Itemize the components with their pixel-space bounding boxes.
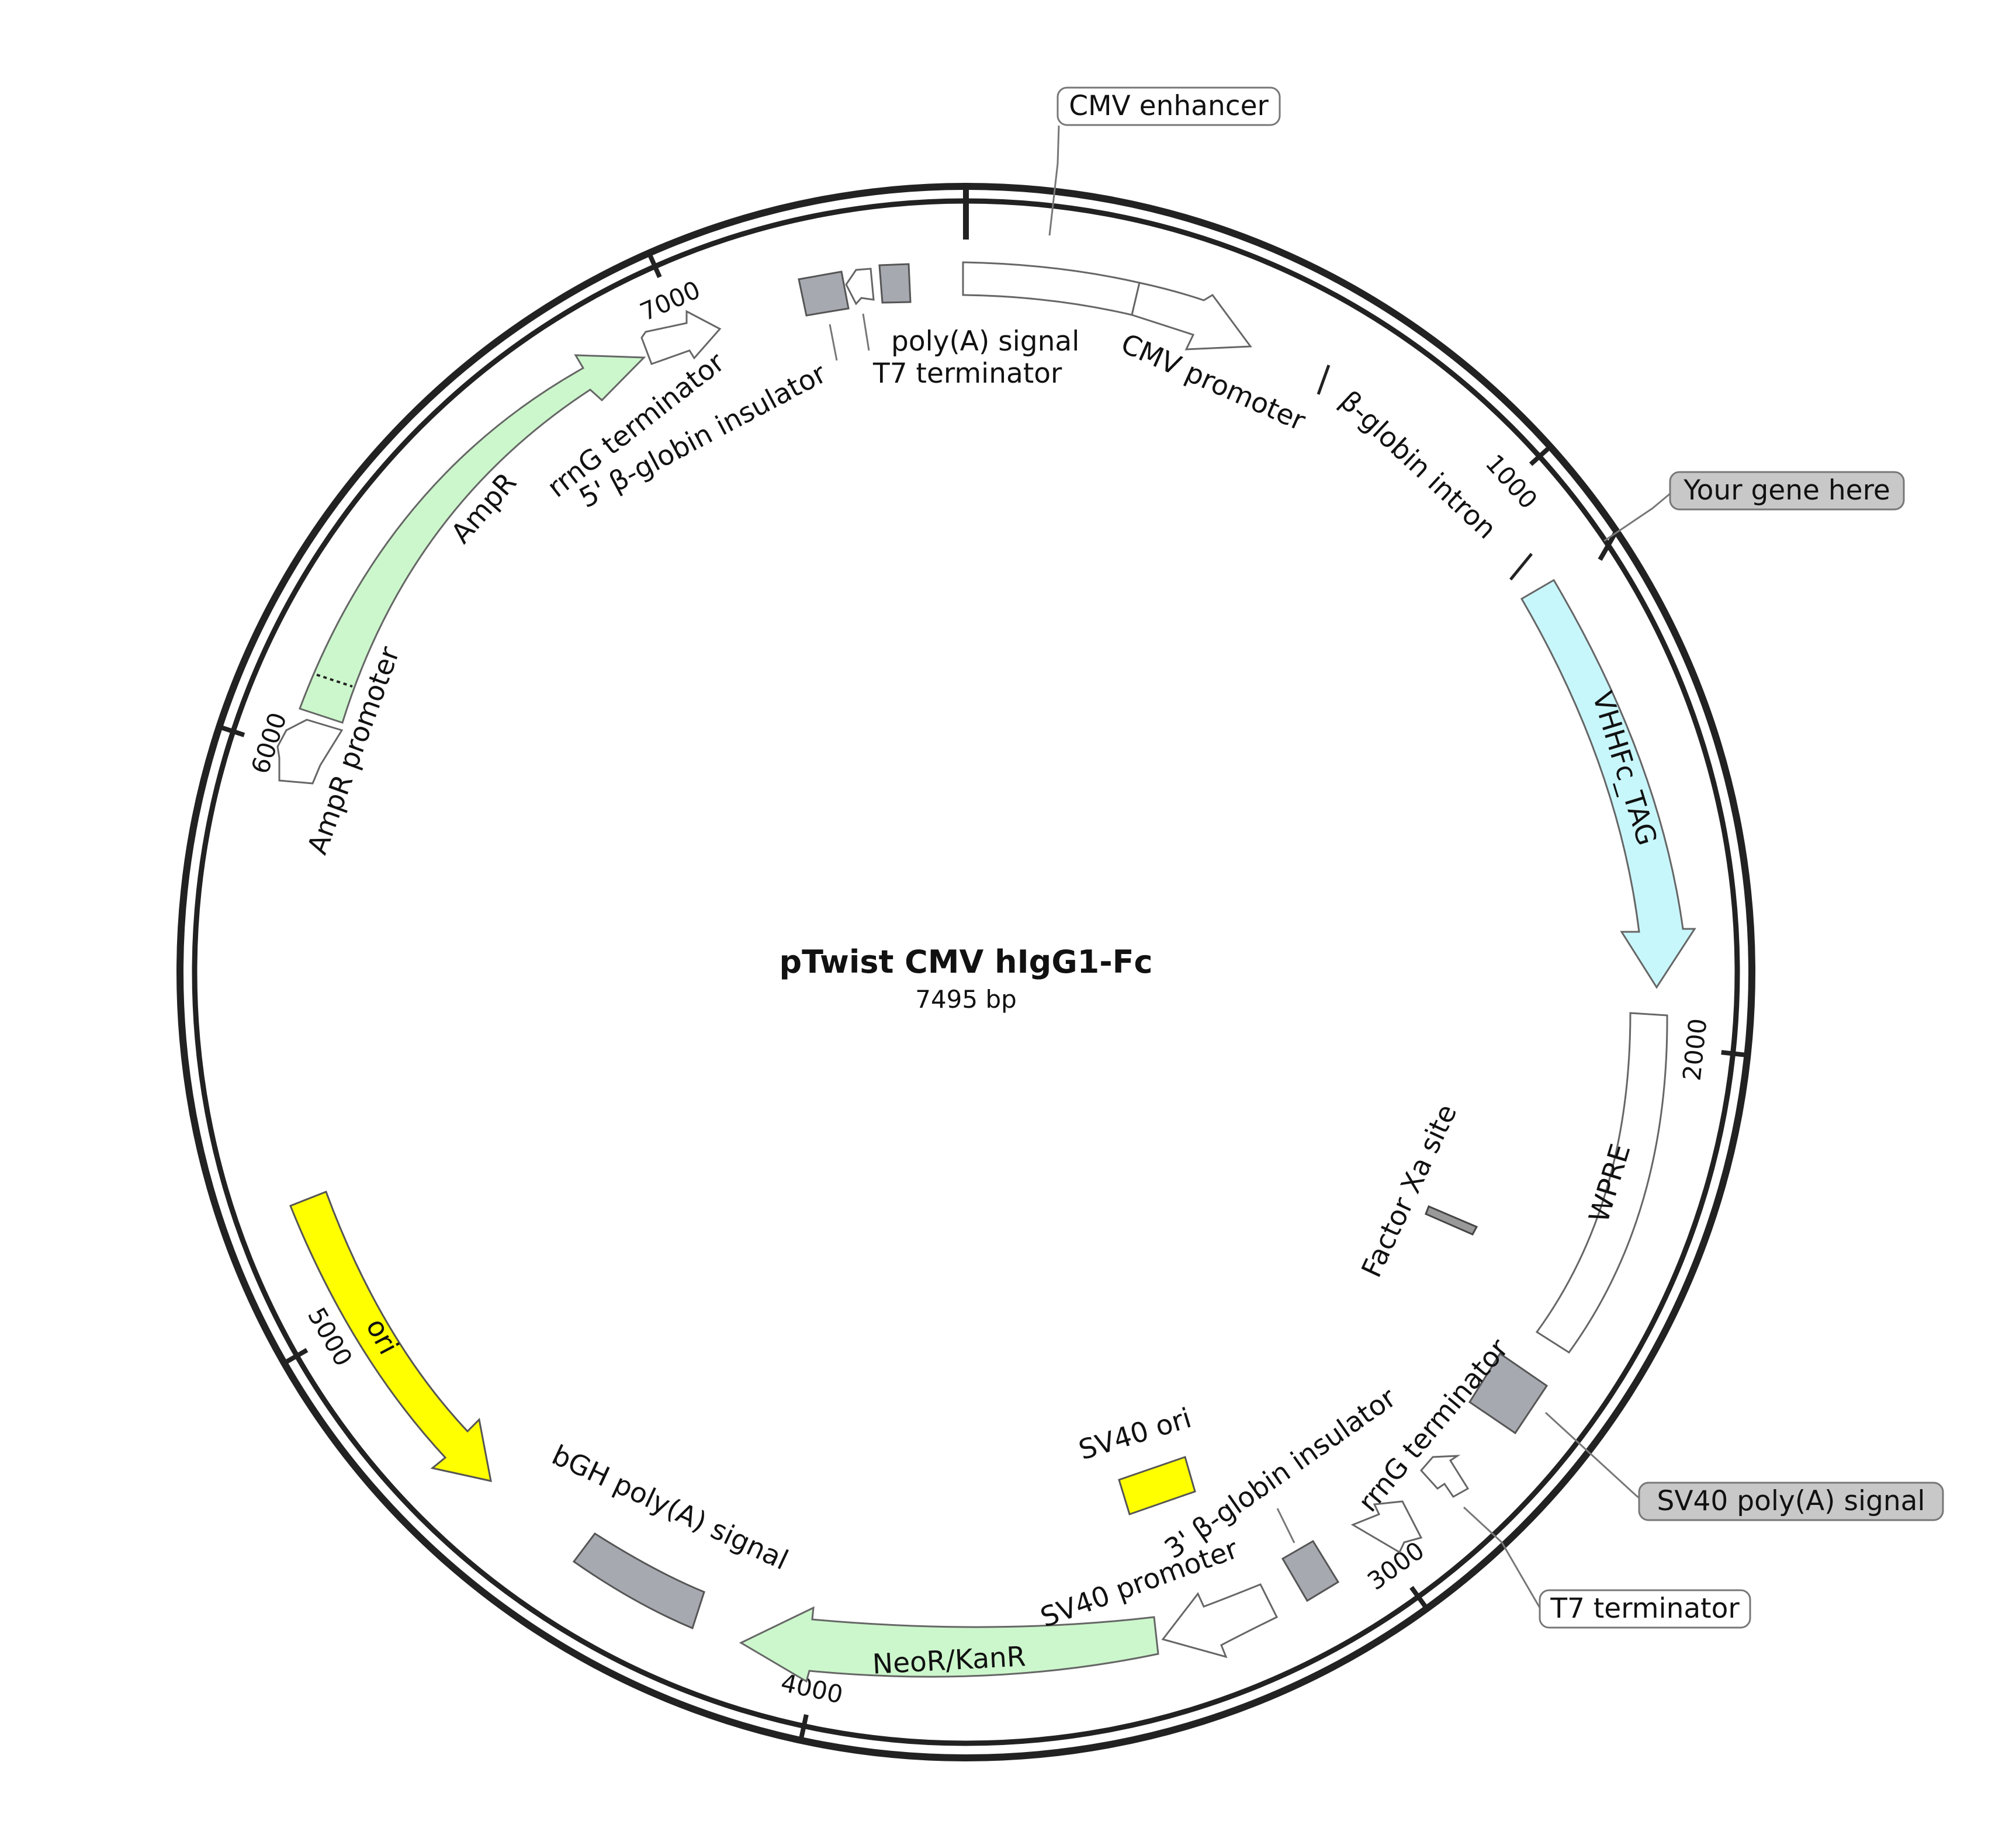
tick-mark-1000 — [1529, 446, 1550, 466]
beta-globin-intron-start-mark — [1317, 365, 1331, 395]
tick-mark-7000 — [648, 255, 662, 278]
ori-arrow[interactable] — [289, 1191, 492, 1482]
wpre-box[interactable] — [1535, 1012, 1668, 1354]
beta-globin-insulator-3-leader — [1276, 1508, 1295, 1543]
plasmid-size: 7495 bp — [915, 985, 1017, 1014]
tick-mark-3000 — [1409, 1586, 1428, 1608]
features — [276, 261, 1696, 1683]
beta-globin-insulator-5-leader — [829, 324, 838, 361]
label-t7-terminator-left: T7 terminator — [872, 358, 1062, 390]
rrng-terminator-right-arrow[interactable] — [1350, 1500, 1423, 1554]
label-neor-kanr: NeoR/KanR — [872, 1640, 1027, 1681]
callout-cmv-enhancer[interactable]: CMV enhancer — [1057, 86, 1281, 126]
your-gene-here-leader — [1603, 492, 1671, 542]
tick-label-2000: 2000 — [1677, 1017, 1712, 1082]
label-factor-xa-site: Factor Xa site — [1355, 1099, 1463, 1282]
ampr-promoter-overlap-dotted-line — [316, 674, 353, 688]
bgh-polya-box[interactable] — [572, 1532, 705, 1630]
beta-globin-insulator-3-box[interactable] — [1281, 1539, 1340, 1602]
sv40-ori-box[interactable] — [1118, 1456, 1196, 1515]
callout-cmv-enhancer-text: CMV enhancer — [1069, 90, 1269, 122]
sv40-polya-right-box[interactable] — [1468, 1352, 1549, 1435]
beta-globin-insulator-5-box[interactable] — [798, 270, 850, 317]
cmv-enhancer-box[interactable] — [962, 261, 1141, 316]
t7-terminator-left-arrow[interactable] — [845, 268, 875, 306]
plasmid-name: pTwist CMV hIgG1-Fc — [779, 943, 1152, 980]
label-beta-globin-intron: β-globin intron — [1333, 385, 1502, 546]
rrng-terminator-left-arrow[interactable] — [640, 310, 722, 365]
neor-kanr-arrow[interactable] — [739, 1606, 1159, 1683]
tick-mark-4000 — [799, 1714, 809, 1738]
callout-sv40-polya[interactable]: SV40 poly(A) signal — [1638, 1482, 1944, 1521]
sv40-promoter-arrow[interactable] — [1161, 1583, 1279, 1659]
vhhfc-tag-arrow[interactable] — [1520, 578, 1696, 989]
tick-label-4000: 4000 — [778, 1668, 846, 1709]
factor-xa-site-mark[interactable] — [1425, 1205, 1478, 1236]
label-polya-signal-left: poly(A) signal — [891, 325, 1079, 358]
cmv-promoter-arrow[interactable] — [1131, 282, 1252, 351]
ampr-promoter-arrow[interactable] — [276, 719, 344, 785]
label-sv40-ori: SV40 ori — [1075, 1402, 1195, 1466]
callout-your-gene-here[interactable]: Your gene here — [1669, 471, 1905, 511]
callout-t7-terminator-text: T7 terminator — [1550, 1593, 1740, 1625]
beta-globin-intron-end-mark — [1509, 553, 1533, 581]
callout-t7-terminator[interactable]: T7 terminator — [1539, 1589, 1751, 1629]
cmv-enhancer-leader — [1048, 125, 1060, 236]
tick-mark-2000 — [1721, 1050, 1745, 1057]
ampr-arrow[interactable] — [299, 354, 646, 724]
t7-terminator-right-leader — [1463, 1506, 1541, 1608]
tick-mark-6000 — [221, 725, 245, 737]
callout-sv40-polya-text: SV40 poly(A) signal — [1657, 1485, 1925, 1517]
tick-mark-5000 — [285, 1348, 309, 1364]
polya-signal-left-box[interactable] — [878, 263, 912, 304]
t7-terminator-left-leader — [862, 313, 870, 351]
t7-terminator-right-arrow[interactable] — [1419, 1455, 1470, 1498]
label-beta-globin-insulator-3: 3' β-globin insulator — [1159, 1382, 1402, 1566]
callout-your-gene-here-text: Your gene here — [1683, 474, 1890, 507]
